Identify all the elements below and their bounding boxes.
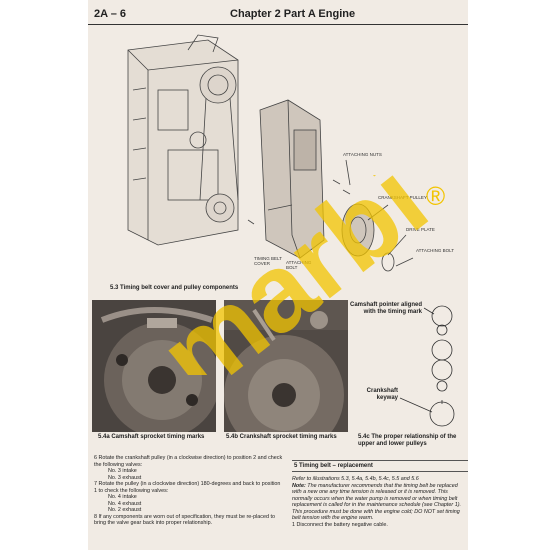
- label-crankshaft-keyway: Crankshaft keyway: [366, 388, 398, 401]
- caption-5-4a: 5.4a Camshaft sprocket timing marks: [98, 434, 205, 440]
- para-6: 6 Rotate the crankshaft pulley (in a clo…: [94, 455, 283, 468]
- pulley-relationship-diagram: Camshaft pointer aligned with the timing…: [350, 298, 468, 458]
- para-7: 7 Rotate the pulley (in a clockwise dire…: [94, 481, 281, 494]
- label-timing-belt-cover: Timing belt cover: [254, 256, 282, 266]
- para-6-item-b: No. 3 exhaust: [108, 474, 142, 481]
- note-label: Note:: [292, 482, 306, 489]
- pulley-diagram-svg: [399, 305, 455, 427]
- figure-caption-5-3: 5.3 Timing belt cover and pulley compone…: [110, 285, 239, 291]
- label-attaching-bolt-2: Attaching bolt: [286, 260, 312, 270]
- label-attaching-nuts: Attaching nuts: [343, 152, 382, 157]
- photo-camshaft-sprocket: [92, 300, 216, 432]
- timing-belt-cover-illustration: Attaching nuts Crankshaft pulley Drive p…: [88, 30, 468, 291]
- para-8: 8 If any components are worn out of spec…: [94, 513, 275, 527]
- label-drive-plate: Drive plate: [406, 227, 435, 232]
- manual-page: 2A – 6 Chapter 2 Part A Engine: [88, 0, 468, 550]
- section-note: The manufacturer recommends that the tim…: [292, 482, 461, 522]
- header-rule: [88, 24, 468, 25]
- para-7-item-b: No. 4 exhaust: [108, 500, 142, 507]
- section-ref: Refer to illustrations 5.3, 5.4a, 5.4b, …: [292, 476, 419, 482]
- page-header: 2A – 6 Chapter 2 Part A Engine: [88, 8, 468, 24]
- left-column-text: 6 Rotate the crankshaft pulley (in a clo…: [94, 455, 284, 527]
- caption-5-4b: 5.4b Crankshaft sprocket timing marks: [226, 434, 337, 440]
- section-title: 5 Timing belt – replacement: [292, 460, 468, 472]
- para-7-item-a: No. 4 intake: [108, 494, 137, 500]
- label-attaching-bolt: Attaching bolt: [416, 248, 455, 253]
- label-camshaft-pointer: Camshaft pointer aligned with the timing…: [350, 302, 423, 315]
- caption-5-4c: 5.4c The proper relationship of the uppe…: [358, 434, 457, 447]
- chapter-title: Chapter 2 Part A Engine: [230, 8, 356, 20]
- step-1: 1 Disconnect the battery negative cable.: [292, 521, 388, 528]
- para-6-item-a: No. 3 intake: [108, 468, 137, 474]
- page-number: 2A – 6: [94, 8, 127, 20]
- photo-crankshaft-sprocket: [224, 300, 348, 432]
- para-7-item-c: No. 2 exhaust: [108, 507, 142, 513]
- label-crankshaft-pulley: Crankshaft pulley: [378, 195, 427, 200]
- right-column-text: Refer to illustrations 5.3, 5.4a, 5.4b, …: [292, 476, 466, 528]
- engine-drawing: [127, 34, 414, 272]
